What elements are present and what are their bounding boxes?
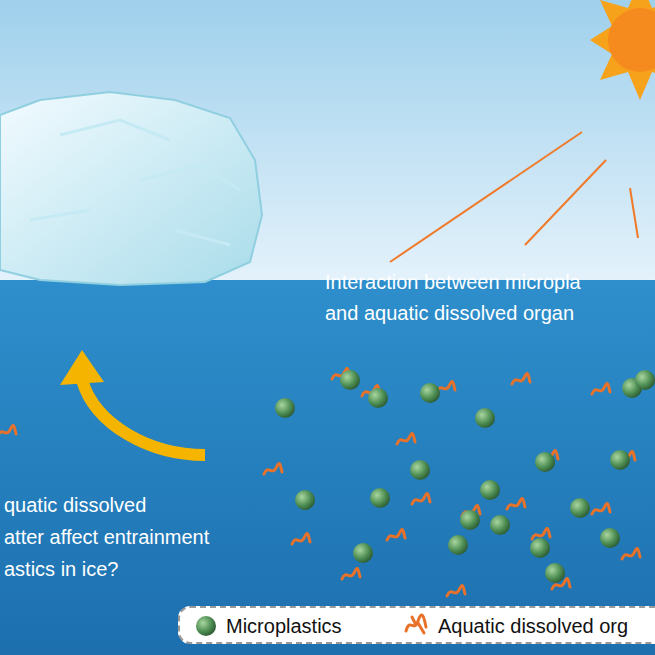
legend-box: Microplastics Aquatic dissolved org	[178, 606, 655, 644]
dom-squiggle	[342, 569, 360, 579]
microplastic	[635, 370, 655, 390]
microplastic	[368, 388, 388, 408]
microplastic	[490, 515, 510, 535]
microplastic	[475, 408, 495, 428]
dom-squiggle	[592, 504, 610, 514]
microplastic	[480, 480, 500, 500]
microplastic	[275, 398, 295, 418]
interaction-text: and aquatic dissolved organ	[325, 301, 574, 325]
dom-squiggle	[532, 529, 550, 539]
curved-arrow	[82, 380, 205, 455]
microplastic	[600, 528, 620, 548]
sun	[590, 0, 655, 100]
sun-rays	[390, 132, 638, 262]
microplastic	[610, 450, 630, 470]
microplastic-sample	[192, 613, 220, 639]
microplastic	[370, 488, 390, 508]
particles	[264, 369, 655, 596]
microplastic	[295, 490, 315, 510]
dom-squiggle	[447, 586, 465, 596]
dom-squiggle	[512, 374, 530, 384]
microplastic	[340, 370, 360, 390]
dom-squiggle	[622, 549, 640, 559]
dom-squiggle	[387, 530, 405, 540]
question-text: quatic dissolved	[4, 493, 146, 517]
legend-text: Microplastics	[226, 614, 342, 638]
dom-squiggle	[592, 384, 610, 394]
iceberg	[0, 92, 262, 285]
interaction-text: Interaction between micropla	[325, 270, 581, 294]
microplastic	[530, 538, 550, 558]
microplastic	[535, 452, 555, 472]
microplastic	[420, 383, 440, 403]
question-text: atter affect entrainment	[4, 525, 209, 549]
dom-squiggle	[264, 464, 282, 474]
dom-squiggle	[397, 434, 415, 444]
water	[0, 280, 655, 655]
dom-squiggle	[292, 534, 310, 544]
microplastic	[448, 535, 468, 555]
microplastic	[545, 563, 565, 583]
microplastic	[570, 498, 590, 518]
dom-sample	[402, 613, 430, 639]
dom-squiggle	[437, 382, 455, 392]
dom-squiggle	[507, 499, 525, 509]
microplastic	[460, 510, 480, 530]
microplastic	[353, 543, 373, 563]
microplastic	[410, 460, 430, 480]
dom-squiggle	[412, 494, 430, 504]
legend-text: Aquatic dissolved org	[438, 614, 628, 638]
question-text: astics in ice?	[4, 557, 119, 581]
